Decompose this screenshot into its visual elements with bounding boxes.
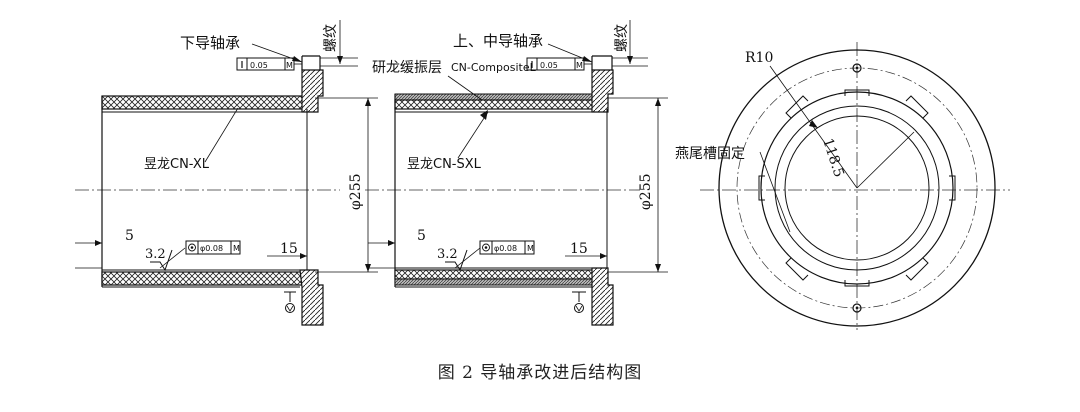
- left-thread-label: 螺纹: [323, 24, 339, 52]
- middle-layer-material: CN-CompositeL: [451, 61, 537, 74]
- left-roughness: 3.2: [145, 247, 166, 262]
- middle-dim-15: 15: [570, 241, 588, 257]
- middle-bearing-label: 上、中导轴承: [453, 32, 543, 50]
- left-dim-5: 5: [125, 228, 134, 244]
- middle-roughness: 3.2: [437, 247, 458, 262]
- left-position-tolerance: φ0.08: [200, 244, 223, 253]
- middle-tolerance-value: 0.05: [540, 61, 558, 70]
- figure-caption: 图 2 导轴承改进后结构图: [437, 363, 643, 383]
- left-tolerance-modifier: M: [286, 61, 293, 70]
- middle-position-tolerance: φ0.08: [494, 244, 517, 253]
- middle-material-label: 昱龙CN-SXL: [407, 157, 482, 172]
- dovetail-label: 燕尾槽固定: [675, 146, 745, 162]
- left-dim-15: 15: [280, 241, 298, 257]
- middle-position-modifier: M: [527, 244, 534, 253]
- middle-layer-label: 研龙缓振层: [372, 60, 442, 76]
- middle-diameter-dimension: φ255: [638, 173, 654, 210]
- left-bearing-label: 下导轴承: [180, 34, 240, 52]
- middle-dim-5: 5: [417, 228, 426, 244]
- middle-thread-label: 螺纹: [614, 24, 630, 52]
- left-diameter-dimension: φ255: [348, 173, 364, 210]
- middle-tolerance-modifier: M: [576, 61, 583, 70]
- end-view-circle: [700, 42, 1010, 330]
- middle-sectional-view: [365, 20, 668, 326]
- radius-value: 118.5: [819, 136, 847, 179]
- radius-label: R10: [745, 50, 773, 66]
- left-position-modifier: M: [233, 244, 240, 253]
- left-material-label: 昱龙CN-XL: [144, 157, 210, 172]
- left-tolerance-value: 0.05: [250, 61, 268, 70]
- left-sectional-view: [75, 20, 378, 326]
